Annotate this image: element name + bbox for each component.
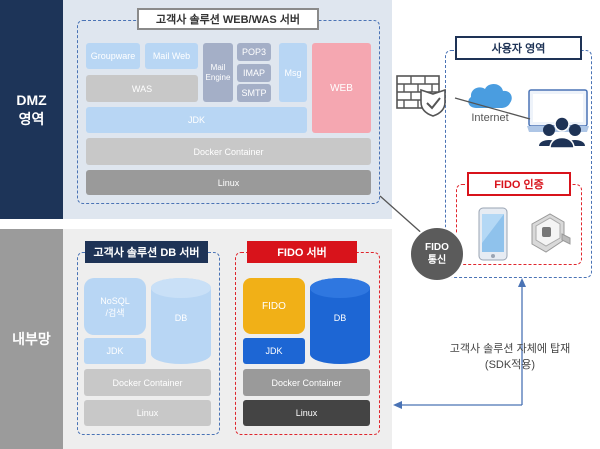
web-block: WEB	[312, 43, 371, 133]
fido-block: FIDO	[243, 278, 305, 334]
internet-label: Internet	[460, 111, 520, 125]
smartphone-icon	[478, 207, 508, 261]
user-area-title: 사용자 영역	[455, 36, 582, 60]
firewall-icon	[393, 70, 455, 120]
db-jdk-block: JDK	[84, 338, 146, 364]
internal-zone-text: 내부망	[12, 330, 51, 347]
fido-docker-label: Docker Container	[271, 377, 342, 388]
fingerprint-scanner-icon	[526, 210, 572, 256]
fido-linux-label: Linux	[295, 408, 318, 418]
smtp-label: SMTP	[241, 88, 267, 98]
mail-web-block: Mail Web	[145, 43, 198, 69]
db-linux-block: Linux	[84, 400, 211, 426]
msg-label: Msg	[284, 67, 302, 78]
internal-zone-label: 내부망	[0, 229, 63, 449]
web-docker-label: Docker Container	[193, 146, 264, 157]
fido-comm-node: FIDO 통신	[409, 226, 465, 282]
sdk-note: 고객사 솔루션 자체에 탑재 (SDK적용)	[420, 340, 600, 374]
fido-jdk-label: JDK	[265, 346, 283, 356]
web-was-server-title-text: 고객사 솔루션 WEB/WAS 서버	[156, 14, 300, 26]
groupware-label: Groupware	[90, 51, 136, 61]
groupware-block: Groupware	[86, 43, 140, 69]
db-docker-block: Docker Container	[84, 369, 211, 396]
web-jdk-label: JDK	[187, 115, 205, 125]
imap-label: IMAP	[242, 68, 265, 78]
fido-docker-block: Docker Container	[243, 369, 370, 396]
dmz-zone-label: DMZ 영역	[0, 0, 63, 219]
pop3-label: POP3	[241, 47, 266, 57]
web-linux-block: Linux	[86, 170, 371, 195]
fido-db-label: DB	[333, 313, 347, 323]
cloud-icon	[464, 80, 516, 110]
was-block: WAS	[86, 75, 198, 102]
user-area-title-text: 사용자 영역	[491, 43, 546, 55]
msg-block: Msg	[279, 43, 307, 102]
laptop-users-icon	[527, 88, 591, 154]
web-linux-label: Linux	[217, 177, 240, 188]
nosql-block: NoSQL /검색	[84, 278, 146, 335]
db-docker-label: Docker Container	[112, 377, 183, 388]
web-jdk-block: JDK	[86, 107, 307, 133]
fido-server-title-text: FIDO 서버	[277, 247, 327, 259]
smtp-block: SMTP	[237, 84, 271, 102]
db-jdk-label: JDK	[106, 346, 124, 356]
imap-block: IMAP	[237, 64, 271, 82]
mail-engine-label: Mail Engine	[205, 62, 231, 82]
fido-linux-block: Linux	[243, 400, 370, 426]
fido-comm-label: FIDO 통신	[425, 242, 449, 266]
internet-text: Internet	[471, 112, 509, 124]
sdk-left-arrowhead	[393, 401, 402, 409]
fido-server-title: FIDO 서버	[247, 241, 357, 263]
web-label: WEB	[330, 82, 353, 94]
web-docker-block: Docker Container	[86, 138, 371, 165]
sdk-note-text: 고객사 솔루션 자체에 탑재 (SDK적용)	[449, 343, 571, 371]
fido-auth-title-text: FIDO 인증	[494, 179, 544, 191]
mail-engine-block: Mail Engine	[203, 43, 233, 102]
dmz-zone-text: DMZ 영역	[16, 91, 47, 127]
fido-label: FIDO	[262, 300, 286, 312]
fido-auth-title: FIDO 인증	[467, 172, 571, 196]
fido-jdk-block: JDK	[243, 338, 305, 364]
nosql-label: NoSQL /검색	[100, 295, 130, 318]
web-to-fido-comm-line	[379, 195, 426, 237]
was-label: WAS	[131, 83, 153, 94]
db-cylinder-light: DB	[151, 278, 211, 364]
pop3-block: POP3	[237, 43, 271, 61]
mail-web-label: Mail Web	[152, 51, 191, 61]
db-label: DB	[174, 313, 188, 323]
db-server-title-text: 고객사 솔루션 DB 서버	[93, 247, 200, 259]
sdk-up-arrowhead	[518, 278, 526, 287]
firewall-to-laptop-line	[454, 97, 531, 120]
fido-db-cylinder: DB	[310, 278, 370, 364]
db-linux-label: Linux	[136, 408, 159, 418]
db-server-title: 고객사 솔루션 DB 서버	[85, 241, 208, 263]
web-was-server-title: 고객사 솔루션 WEB/WAS 서버	[137, 8, 319, 30]
